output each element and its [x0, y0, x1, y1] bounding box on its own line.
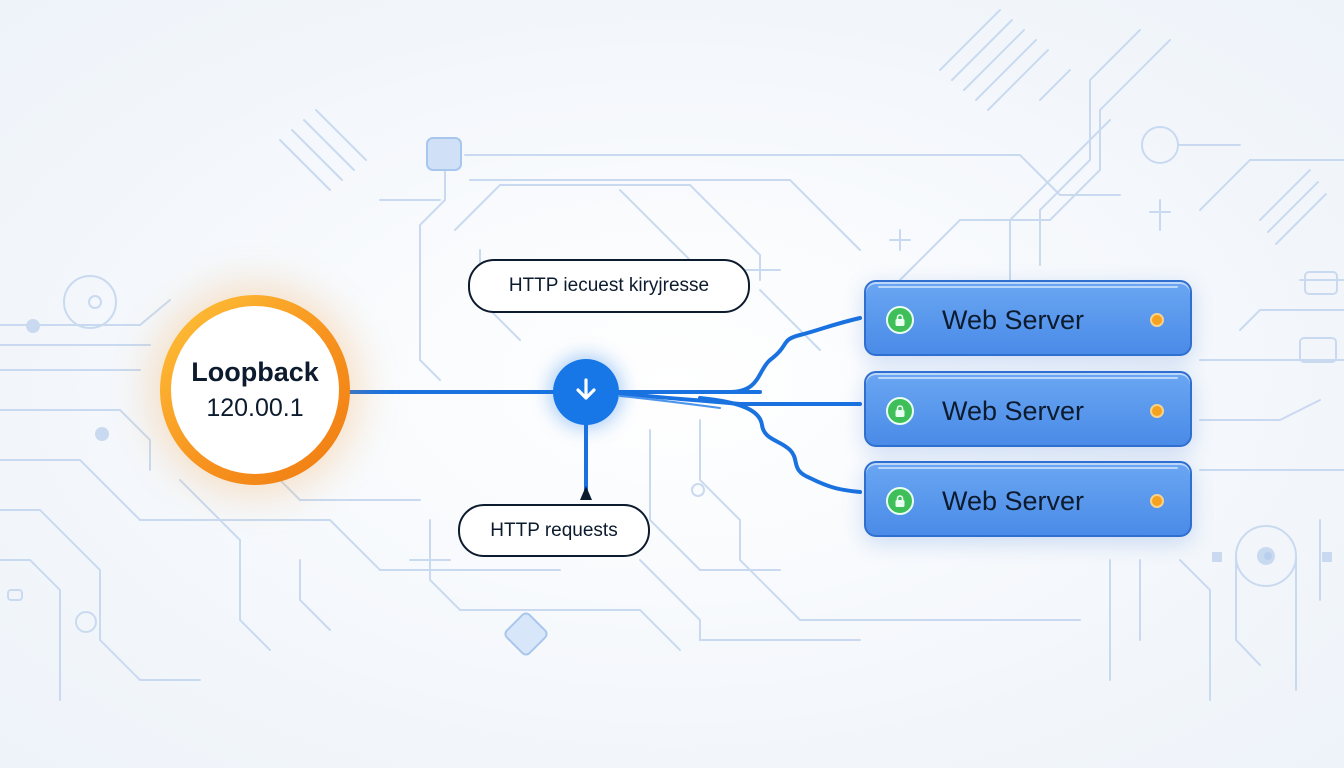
lock-icon	[886, 487, 914, 515]
loopback-address: 120.00.1	[206, 394, 304, 422]
status-dot-icon	[1150, 404, 1164, 418]
http-requests-label-text: HTTP requests	[490, 519, 618, 541]
web-server-3: Web Server	[864, 461, 1192, 537]
status-dot-icon	[1150, 313, 1164, 327]
web-server-2: Web Server	[864, 371, 1192, 447]
web-server-2-label: Web Server	[942, 396, 1085, 426]
loopback-node: Loopback 120.00.1	[160, 295, 350, 485]
loopback-title: Loopback	[191, 357, 319, 387]
lock-icon	[886, 397, 914, 425]
loopback-node-body: Loopback 120.00.1	[171, 306, 339, 474]
web-server-3-label: Web Server	[942, 486, 1085, 516]
status-dot-icon	[1150, 494, 1164, 508]
http-label-top-text: HTTP iecuest kiryjresse	[508, 275, 710, 296]
web-server-1-label: Web Server	[942, 305, 1085, 335]
request-hub	[553, 359, 619, 425]
http-requests-label: HTTP requests	[458, 504, 650, 557]
arrow-down-icon	[571, 375, 601, 410]
web-server-1: Web Server	[864, 280, 1192, 356]
http-label-top: HTTP iecuest kiryjresse	[468, 259, 750, 313]
lock-icon	[886, 306, 914, 334]
